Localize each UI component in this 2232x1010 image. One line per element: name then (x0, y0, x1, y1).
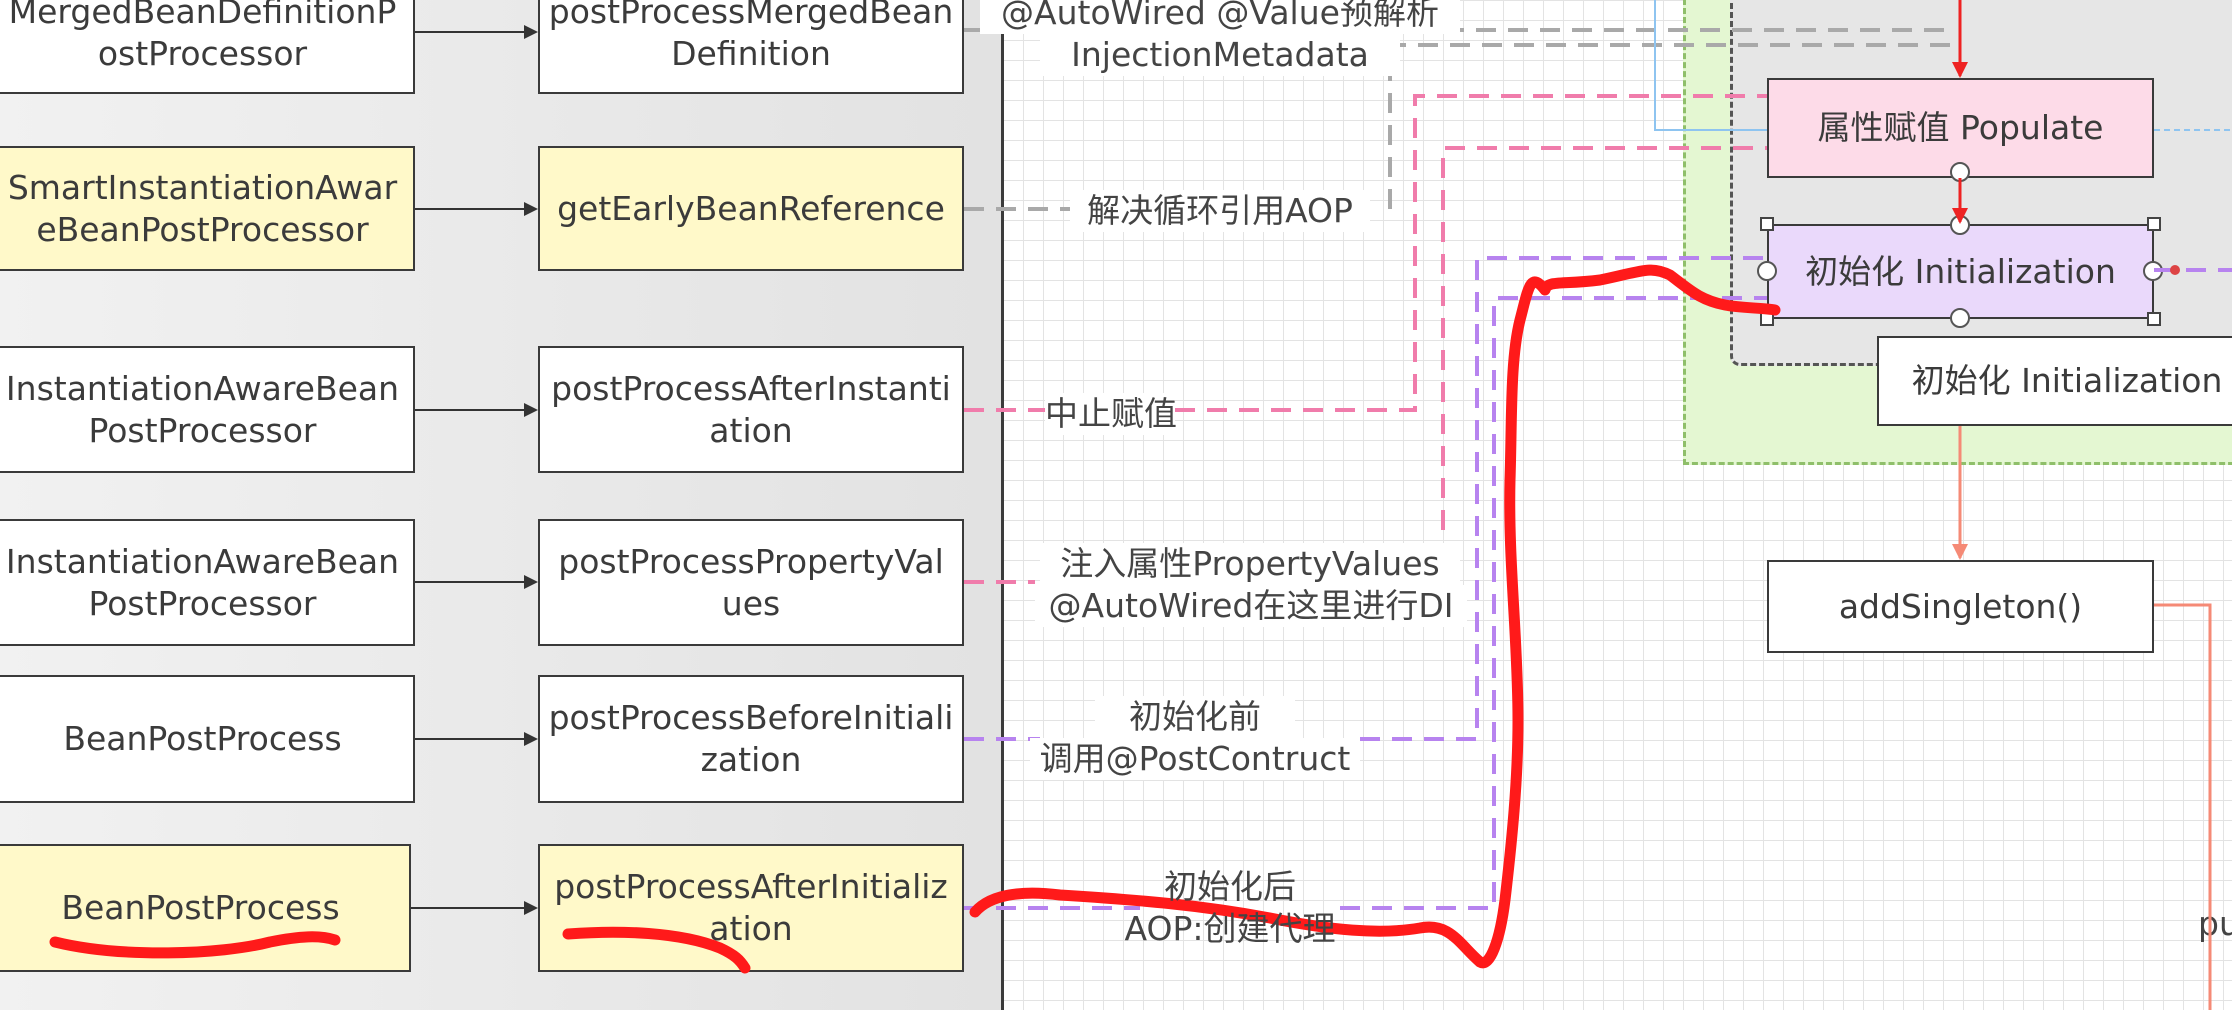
processor-box-1[interactable]: MergedBeanDefinitionPostProcessor (0, 0, 415, 94)
populate-box[interactable]: 属性赋值 Populate (1767, 78, 2154, 178)
label-after-inst: 中止赋值 (1045, 393, 1177, 435)
method-box-1[interactable]: postProcessMergedBeanDefinition (538, 0, 964, 94)
resize-handle-tr[interactable] (2147, 217, 2161, 231)
initialization-tooltip: 初始化 Initialization (1877, 336, 2232, 426)
initialization-box[interactable]: 初始化 Initialization (1767, 224, 2154, 319)
cut-off-text: pu (2198, 904, 2232, 943)
processor-box-3[interactable]: InstantiationAwareBeanPostProcessor (0, 346, 415, 473)
method-box-2[interactable]: getEarlyBeanReference (538, 146, 964, 271)
add-singleton-box[interactable]: addSingleton() (1767, 560, 2154, 653)
label-early-ref: 解决循环引用AOP (1070, 190, 1370, 232)
label-merged-line1: @AutoWired @Value预解析 (980, 0, 1460, 34)
label-before-line2: 调用@PostContruct (1030, 738, 1360, 780)
label-after-line2: AOP:创建代理 (1124, 909, 1336, 948)
method-box-4[interactable]: postProcessPropertyValues (538, 519, 964, 646)
resize-handle-tl[interactable] (1760, 217, 1774, 231)
label-after-line1: 初始化后 (1164, 867, 1296, 906)
method-box-6[interactable]: postProcessAfterInitialization (538, 844, 964, 972)
label-prop-line2: @AutoWired在这里进行DI (1035, 585, 1467, 627)
processor-box-2[interactable]: SmartInstantiationAwareBeanPostProcessor (0, 146, 415, 271)
panel-divider (1001, 0, 1004, 1010)
processor-box-5[interactable]: BeanPostProcess (0, 675, 415, 803)
processor-box-4[interactable]: InstantiationAwareBeanPostProcessor (0, 519, 415, 646)
connection-point-bottom[interactable] (1950, 308, 1970, 328)
connection-point-left[interactable] (1757, 261, 1777, 281)
method-box-3[interactable]: postProcessAfterInstantiation (538, 346, 964, 473)
label-before-line1: 初始化前 (1095, 696, 1295, 738)
label-merged-line2: InjectionMetadata (1040, 34, 1400, 76)
resize-handle-br[interactable] (2147, 312, 2161, 326)
label-prop-line1: 注入属性PropertyValues (1040, 543, 1460, 585)
method-box-5[interactable]: postProcessBeforeInitialization (538, 675, 964, 803)
